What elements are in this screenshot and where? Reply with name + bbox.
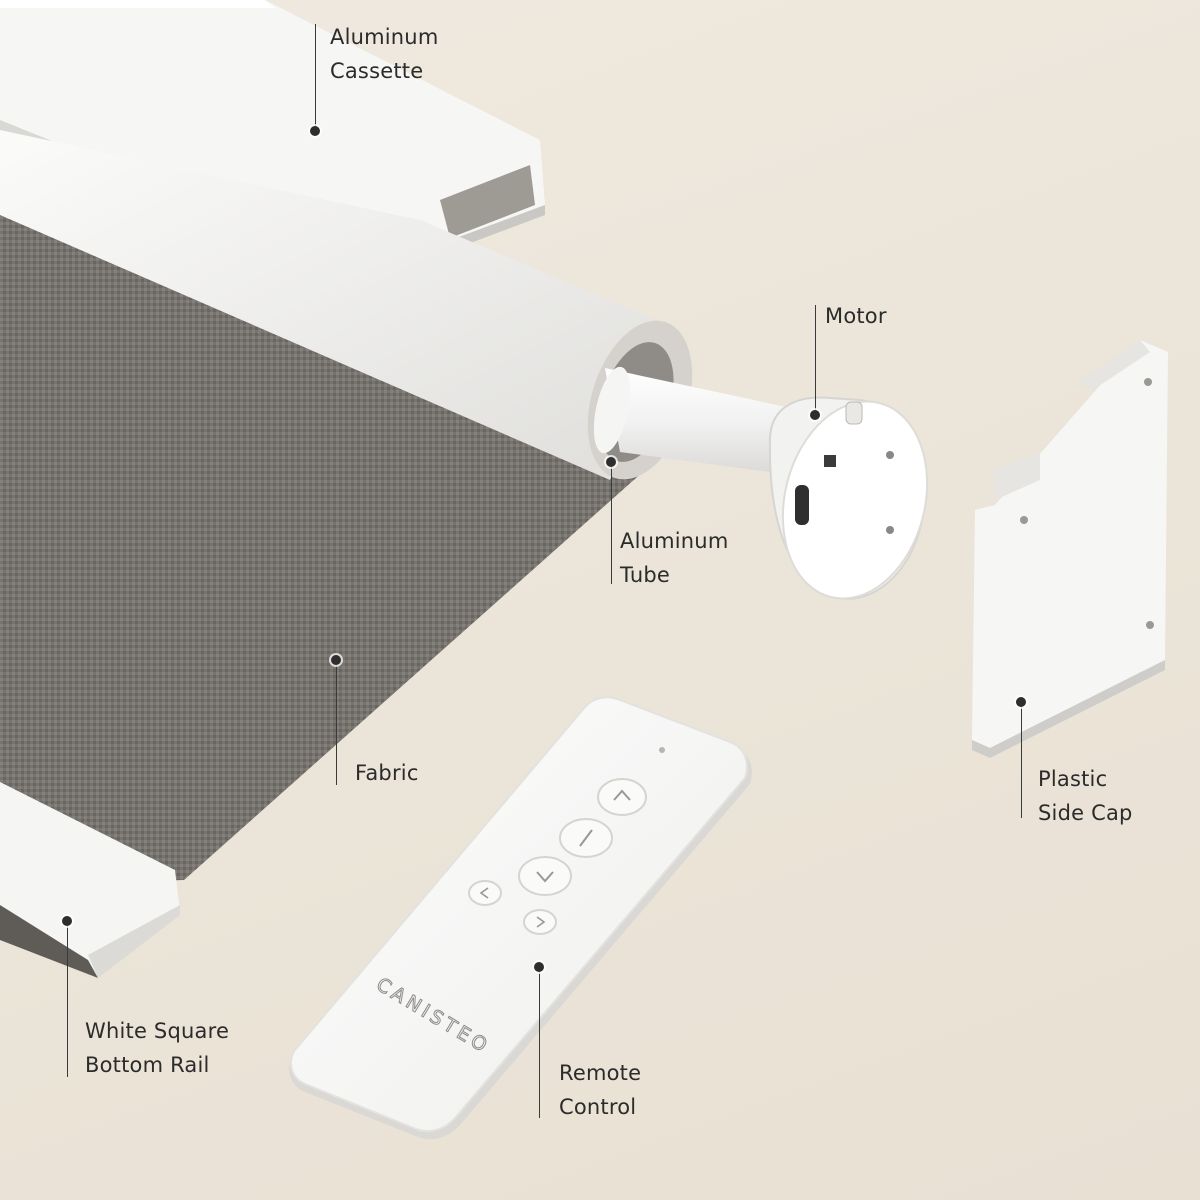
tube-leader-line	[611, 462, 612, 584]
plastic-side-cap	[972, 340, 1168, 748]
label-aluminum-tube: Aluminum Tube	[620, 529, 729, 587]
motor-marker	[810, 410, 820, 420]
side-cap-marker	[1016, 697, 1026, 707]
cassette-marker	[310, 126, 320, 136]
fabric-roll	[0, 130, 680, 480]
label-motor: Motor	[825, 304, 887, 328]
remote-left-button[interactable]	[468, 880, 502, 906]
cassette-leader-line	[315, 24, 316, 132]
side-cap-leader-line	[1021, 702, 1022, 818]
label-fabric: Fabric	[355, 761, 419, 785]
remote-stop-button[interactable]	[559, 818, 613, 858]
motor-leader-line	[815, 305, 816, 415]
bottom-rail-marker	[62, 916, 72, 926]
remote-down-button[interactable]	[518, 856, 572, 896]
remote-marker	[534, 962, 544, 972]
remote-right-button[interactable]	[523, 909, 557, 935]
label-aluminum-cassette: Aluminum Cassette	[330, 25, 439, 83]
bottom-rail-leader-line	[67, 922, 68, 1077]
tube-marker	[606, 457, 616, 467]
label-remote-control: Remote Control	[559, 1061, 642, 1119]
remote-up-button[interactable]	[597, 778, 647, 816]
aluminum-tube	[605, 368, 815, 478]
remote-leader-line	[539, 970, 540, 1118]
label-white-square-bottom-rail: White Square Bottom Rail	[85, 1019, 230, 1077]
fabric-marker	[331, 655, 341, 665]
remote-control: CANISTEO	[289, 696, 752, 1140]
fabric-leader-line	[336, 660, 337, 785]
aluminum-cassette	[0, 0, 545, 270]
label-plastic-side-cap: Plastic Side Cap	[1038, 767, 1133, 825]
white-square-bottom-rail	[0, 782, 180, 978]
